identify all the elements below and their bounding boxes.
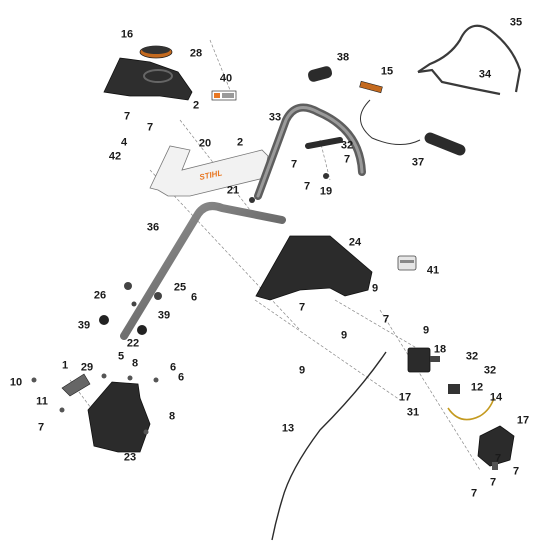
adjust-lever xyxy=(61,373,91,397)
control-bail xyxy=(417,24,522,96)
callout-11: 11 xyxy=(36,395,48,408)
callout-7g: 7 xyxy=(382,313,390,326)
callout-36: 36 xyxy=(146,221,160,234)
callout-4: 5 xyxy=(117,350,125,363)
callout-31: 32 xyxy=(340,139,354,152)
motor-switch xyxy=(477,425,515,470)
callout-7c: 7 xyxy=(290,158,298,171)
handle-grip-left xyxy=(307,66,333,82)
callout-2a: 2 xyxy=(192,99,200,112)
callout-37: 37 xyxy=(411,156,425,169)
callout-35: 35 xyxy=(509,16,523,29)
callout-32a: 32 xyxy=(465,350,479,363)
screw-20 xyxy=(323,173,329,179)
callout-24: 23 xyxy=(123,451,137,464)
callout-29: 29 xyxy=(80,361,94,374)
callout-7b: 7 xyxy=(146,121,154,134)
callout-10: 10 xyxy=(9,376,23,389)
callout-28: 28 xyxy=(189,47,203,60)
callout-13: 13 xyxy=(281,422,295,435)
callout-1: 1 xyxy=(61,359,69,372)
callout-27: 26 xyxy=(93,289,107,302)
left-fasteners xyxy=(99,282,162,335)
callout-20: 19 xyxy=(319,185,333,198)
callout-8b: 8 xyxy=(168,410,176,423)
handle-grip-right xyxy=(424,132,466,156)
callout-22: 21 xyxy=(226,184,240,197)
height-adjuster xyxy=(87,381,151,453)
callout-2b: 2 xyxy=(236,136,244,149)
callout-34: 34 xyxy=(478,68,492,81)
callout-9d: 9 xyxy=(298,364,306,377)
callout-23: 22 xyxy=(126,337,140,350)
mounting-plate xyxy=(255,235,373,301)
callout-7d: 7 xyxy=(343,153,351,166)
callout-19: 17 xyxy=(398,391,412,404)
connector-12 xyxy=(448,384,460,394)
callout-26: 25 xyxy=(173,281,187,294)
callout-38: 38 xyxy=(336,51,350,64)
callout-17: 17 xyxy=(516,414,530,427)
callout-25: 24 xyxy=(348,236,362,249)
callout-39b: 39 xyxy=(157,309,171,322)
callout-9a: 9 xyxy=(371,282,379,295)
callout-41: 41 xyxy=(426,264,440,277)
handle-frame: STIHL xyxy=(149,145,269,197)
callout-7j: 7 xyxy=(489,476,497,489)
callout-7e: 7 xyxy=(303,180,311,193)
callout-7i: 7 xyxy=(512,465,520,478)
callout-12: 12 xyxy=(470,381,484,394)
callout-6a: 6 xyxy=(169,361,177,374)
callout-15: 15 xyxy=(380,65,394,78)
callout-9c: 9 xyxy=(422,324,430,337)
handle-clamp xyxy=(305,137,343,149)
callout-21: 20 xyxy=(198,137,212,150)
switch-cable xyxy=(360,99,421,145)
callout-40: 40 xyxy=(219,72,233,85)
bolt-22 xyxy=(249,197,255,203)
switch-box xyxy=(407,347,440,373)
callout-9b: 9 xyxy=(340,329,348,342)
callout-18: 18 xyxy=(433,343,447,356)
callout-32b: 32 xyxy=(483,364,497,377)
callout-8a: 8 xyxy=(131,357,139,370)
callout-6b: 6 xyxy=(177,371,185,384)
callout-7a: 7 xyxy=(123,110,131,123)
callout-3: 4 xyxy=(120,136,128,149)
callout-6c: 7 xyxy=(37,421,45,434)
callout-33: 33 xyxy=(268,111,282,124)
callout-16: 16 xyxy=(120,28,134,41)
callout-7h: 7 xyxy=(494,452,502,465)
callout-30: 31 xyxy=(406,406,420,419)
upper-cover xyxy=(103,57,193,101)
rating-badge xyxy=(397,255,417,271)
switch-lever xyxy=(359,80,383,94)
callout-7f: 7 xyxy=(298,301,306,314)
warning-label xyxy=(211,90,237,101)
lower-handle-tube xyxy=(120,202,286,340)
callout-7k: 7 xyxy=(470,487,478,500)
long-cable xyxy=(271,351,387,541)
wiring-14 xyxy=(447,397,495,421)
callout-39a: 39 xyxy=(77,319,91,332)
clamp-screws xyxy=(31,373,159,435)
callout-42: 42 xyxy=(108,150,122,163)
callout-5: 6 xyxy=(190,291,198,304)
air-filter-cap xyxy=(139,45,173,59)
callout-14: 14 xyxy=(489,391,503,404)
